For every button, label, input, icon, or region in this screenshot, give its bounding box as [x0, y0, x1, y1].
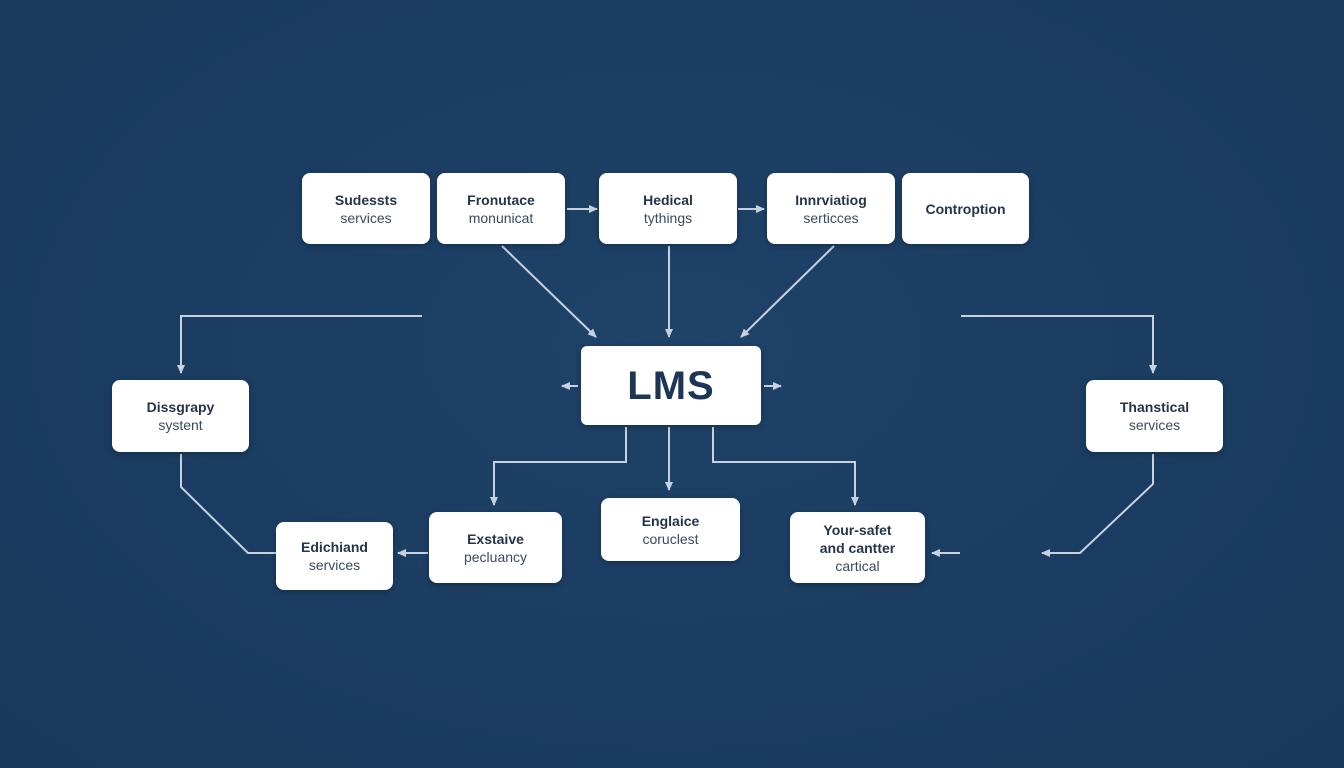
node-subtitle: serticces — [803, 209, 859, 226]
hub-label: LMS — [627, 363, 715, 408]
node-exstaive-pecluancy[interactable]: Exstaive pecluancy — [429, 512, 562, 583]
node-title: Thanstical — [1119, 399, 1190, 415]
node-title: Controption — [925, 200, 1006, 217]
connector-to-dissgrapy — [177, 315, 422, 374]
node-lms-hub[interactable]: LMS — [581, 346, 761, 425]
node-title: Englaice — [641, 512, 700, 529]
node-subtitle: pecluancy — [463, 548, 528, 565]
node-subtitle: tythings — [643, 209, 693, 226]
node-title-line2: and cantter — [819, 539, 896, 556]
node-your-safet-cartical[interactable]: Your-safet and cantter cartical — [790, 512, 925, 583]
node-title: Innrviatiog — [795, 191, 867, 208]
node-englaice-coruclest[interactable]: Englaice coruclest — [601, 498, 740, 561]
connector-hub-to-exstaive — [490, 427, 627, 506]
node-subtitle: services — [1128, 417, 1181, 433]
node-subtitle: services — [340, 209, 392, 226]
node-title: Edichiand — [301, 539, 368, 555]
node-title: Exstaive — [467, 530, 524, 547]
connector-dissgrapy-to-edichiand — [180, 454, 276, 554]
connector-to-thanstical — [961, 315, 1157, 374]
node-controption[interactable]: Controption — [902, 173, 1029, 244]
node-hedical-tythings[interactable]: Hedical tythings — [599, 173, 737, 244]
node-subtitle: cartical — [835, 557, 880, 574]
connector-innrviatiog-to-hub — [740, 245, 835, 338]
node-subtitle: monunicat — [468, 209, 534, 226]
node-subtitle: coruclest — [642, 530, 699, 547]
node-title: Hedical — [643, 191, 693, 208]
node-title: Your-safet — [823, 521, 892, 538]
connector-hub-to-your-safet — [712, 427, 859, 506]
node-dissgrapy-systent[interactable]: Dissgrapy systent — [112, 380, 249, 452]
node-subtitle: services — [308, 557, 361, 573]
node-sudessts-services[interactable]: Sudessts services — [302, 173, 430, 244]
connector-thanstical-to-bottom — [1041, 454, 1154, 557]
node-title: Dissgrapy — [146, 399, 215, 415]
node-title: Sudessts — [334, 191, 398, 208]
node-title: Fronutace — [467, 191, 535, 208]
node-thanstical-services[interactable]: Thanstical services — [1086, 380, 1223, 452]
connector-fronutace-to-hub — [501, 245, 597, 338]
node-edichiand-services[interactable]: Edichiand services — [276, 522, 393, 590]
node-subtitle: systent — [158, 417, 203, 433]
node-innrviatiog-serticces[interactable]: Innrviatiog serticces — [767, 173, 895, 244]
node-fronutace-monunicat[interactable]: Fronutace monunicat — [437, 173, 565, 244]
